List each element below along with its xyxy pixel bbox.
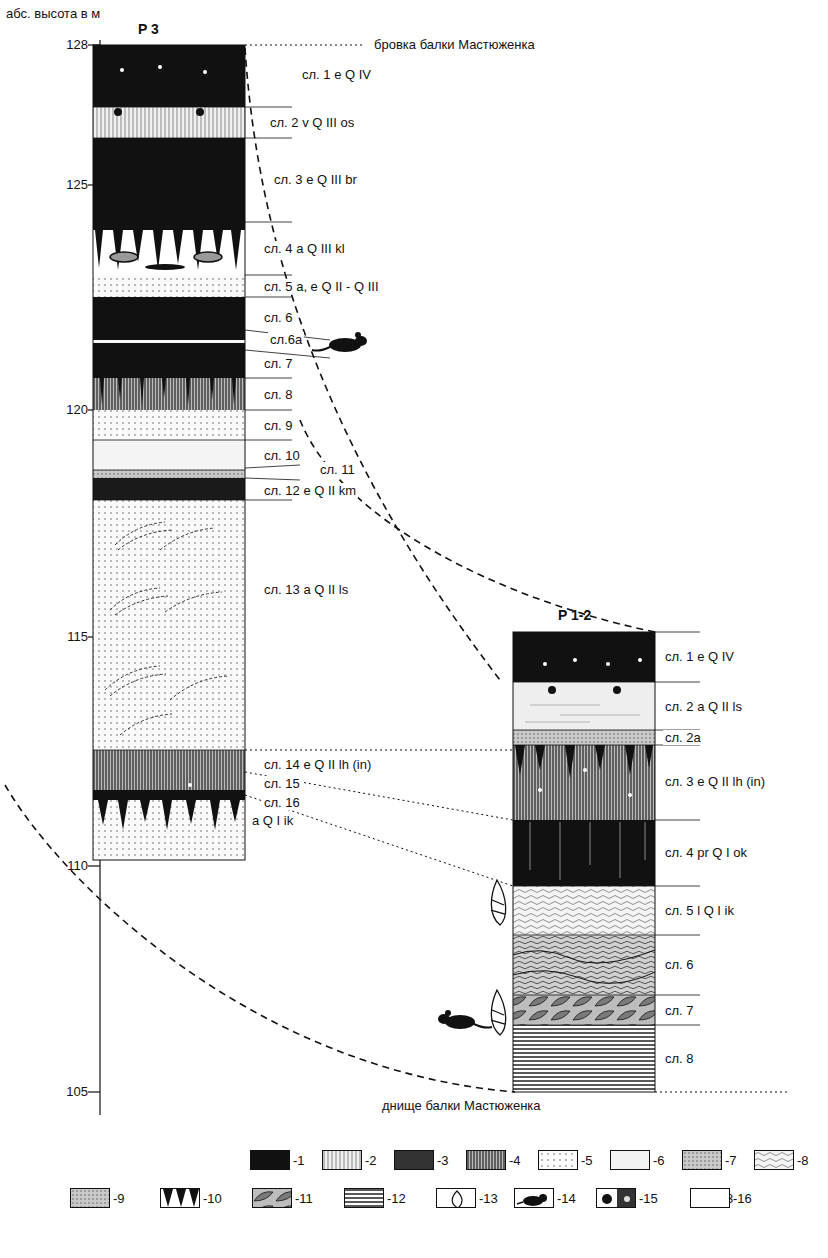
legend-item: -16 [690, 1188, 752, 1208]
legend-swatch [344, 1188, 384, 1208]
legend-item: -7 [682, 1150, 737, 1170]
layer-label: сл. 7 [663, 1003, 696, 1018]
legend-item: -6 [610, 1150, 665, 1170]
layer-label: сл. 6 [262, 310, 295, 325]
layer-label: сл. 13 a Q II ls [262, 582, 350, 597]
layer-label: сл. 1 e Q IV [663, 649, 736, 664]
legend-item: -9 [70, 1188, 125, 1208]
layer-label: сл. 3 e Q III br [272, 172, 359, 187]
axis-value: 105 [50, 1084, 90, 1099]
legend-label: -4 [509, 1153, 521, 1168]
layer-label: сл. 9 [262, 418, 295, 433]
axis-value: 110 [50, 858, 90, 873]
layer-label: сл. 3 e Q II lh (in) [663, 774, 767, 789]
legend-swatch [754, 1150, 794, 1170]
legend-label: -15 [639, 1191, 658, 1206]
layer-label: сл. 8 [663, 1051, 696, 1066]
layer-label: сл. 4 a Q III kl [262, 241, 347, 256]
layer-label: сл.6a [268, 332, 304, 347]
legend-swatch [466, 1150, 506, 1170]
layer-label: сл. 16 [262, 795, 302, 810]
layer-label: сл. 5 l Q I ik [663, 903, 736, 918]
legend-swatch [610, 1150, 650, 1170]
legend-item: -3 [394, 1150, 449, 1170]
legend-swatch [538, 1150, 578, 1170]
legend-item: -2 [322, 1150, 377, 1170]
legend-label: -6 [653, 1153, 665, 1168]
legend-swatch [70, 1188, 110, 1208]
legend-label: -11 [295, 1191, 313, 1206]
layer-label: сл. 2a [663, 730, 703, 745]
legend-label: -16 [733, 1191, 752, 1206]
layer-label: сл. 1 e Q IV [300, 67, 373, 82]
legend-swatch [514, 1188, 554, 1208]
layer-label: сл. 8 [262, 387, 295, 402]
layer-label: сл. 5 a, e Q II - Q III [262, 279, 381, 294]
legend-item: -4 [466, 1150, 521, 1170]
legend-swatch [250, 1150, 290, 1170]
legend-swatch [596, 1188, 636, 1208]
legend-item: -13 [436, 1188, 498, 1208]
legend-label: -3 [437, 1153, 449, 1168]
legend-swatch [436, 1188, 476, 1208]
legend-swatch [690, 1188, 730, 1208]
legend-swatch [322, 1150, 362, 1170]
legend-label: -1 [293, 1153, 305, 1168]
layer-label: a Q I ik [250, 813, 295, 828]
legend-item: -8 [754, 1150, 809, 1170]
legend-label: -9 [113, 1191, 125, 1206]
layer-label: днище балки Мастюженка [380, 1098, 543, 1113]
axis-value: 128 [50, 37, 90, 52]
layer-label: сл. 15 [262, 776, 302, 791]
layer-label: P 1-2 [556, 608, 593, 623]
legend-label: -5 [581, 1153, 593, 1168]
legend-item: -10 [160, 1188, 222, 1208]
layer-label: сл. 2 v Q III os [268, 115, 356, 130]
legend-swatch [394, 1150, 434, 1170]
legend-label: -2 [365, 1153, 377, 1168]
legend-item: -14 [514, 1188, 576, 1208]
layer-label: абс. высота в м [4, 6, 102, 21]
layer-label: сл. 6 [663, 957, 696, 972]
layer-label: бровка балки Мастюженка [372, 37, 537, 52]
legend-label: -13 [479, 1191, 498, 1206]
layer-label: сл. 4 pr Q I ok [663, 845, 749, 860]
axis-value: 120 [50, 402, 90, 417]
legend-swatch [682, 1150, 722, 1170]
layer-label: сл. 2 a Q II ls [663, 699, 744, 714]
legend-item: -12 [344, 1188, 406, 1208]
legend-item: -15 [596, 1188, 658, 1208]
legend-label: -8 [797, 1153, 809, 1168]
layer-label: сл. 10 [262, 448, 302, 463]
axis-value: 115 [50, 629, 90, 644]
axis-value: 125 [50, 177, 90, 192]
legend-label: -14 [557, 1191, 576, 1206]
layer-label: сл. 12 e Q II km [262, 483, 358, 498]
legend-label: -7 [725, 1153, 737, 1168]
legend-item: -5 [538, 1150, 593, 1170]
layer-label: сл. 7 [262, 356, 295, 371]
legend-label: -12 [387, 1191, 406, 1206]
legend-label: -10 [203, 1191, 222, 1206]
layer-label: P 3 [136, 22, 161, 37]
legend-item: -1 [250, 1150, 305, 1170]
legend-swatch [252, 1188, 292, 1208]
layer-label: сл. 11 [318, 462, 357, 477]
layer-label: сл. 14 e Q II lh (in) [262, 757, 373, 772]
legend-item: -11 [252, 1188, 313, 1208]
legend-swatch [160, 1188, 200, 1208]
